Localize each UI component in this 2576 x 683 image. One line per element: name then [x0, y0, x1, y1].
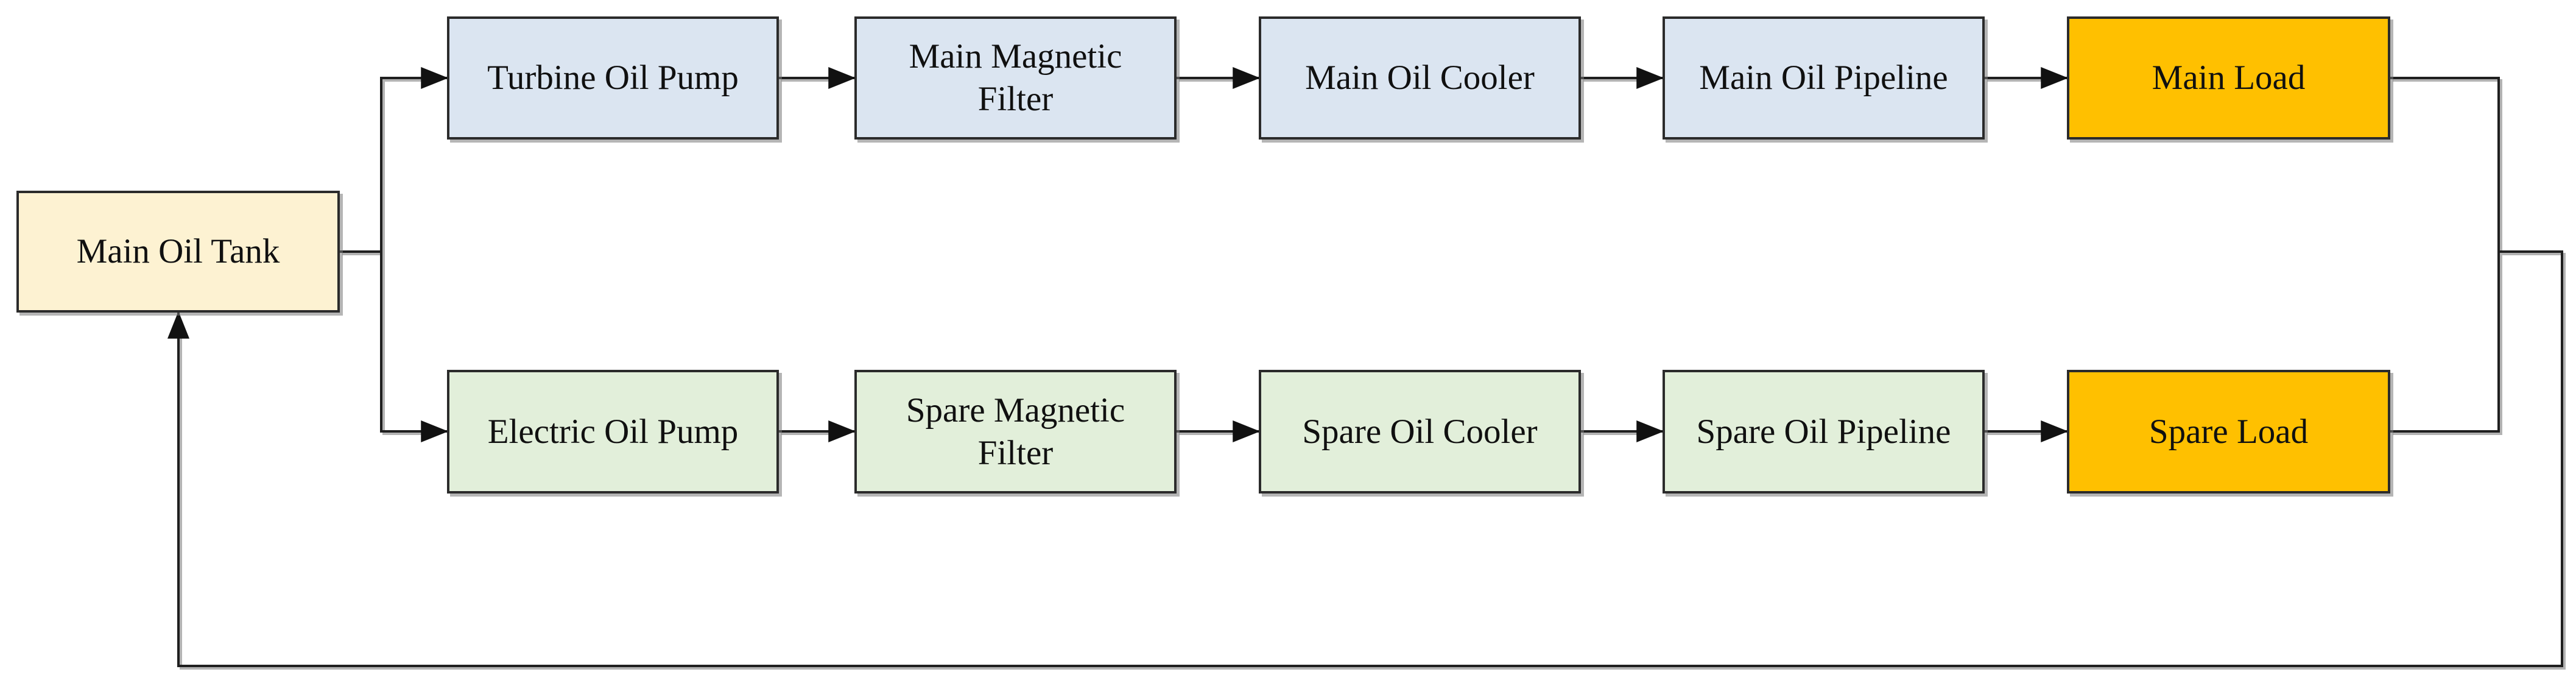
edge-loads-merge — [2390, 77, 2500, 433]
node-main-magnetic-filter: Main Magnetic Filter — [854, 16, 1177, 140]
node-label: Main Magnetic Filter — [909, 37, 1122, 118]
node-spare-magnetic-filter: Spare Magnetic Filter — [854, 370, 1177, 494]
node-label: Spare Oil Pipeline — [1696, 412, 1951, 451]
node-spare-load: Spare Load — [2067, 370, 2390, 494]
edge-branch-to-electric-pump — [380, 252, 449, 442]
node-label: Main Load — [2152, 58, 2306, 97]
node-label: Main Oil Pipeline — [1699, 58, 1948, 97]
node-spare-oil-pipeline: Spare Oil Pipeline — [1663, 370, 1985, 494]
node-turbine-oil-pump: Turbine Oil Pump — [447, 16, 779, 140]
node-label: Main Oil Cooler — [1305, 58, 1535, 97]
node-main-oil-pipeline: Main Oil Pipeline — [1663, 16, 1985, 140]
node-spare-oil-cooler: Spare Oil Cooler — [1259, 370, 1581, 494]
node-label: Spare Magnetic Filter — [906, 391, 1125, 472]
node-main-oil-cooler: Main Oil Cooler — [1259, 16, 1581, 140]
node-main-load: Main Load — [2067, 16, 2390, 140]
node-label: Main Oil Tank — [76, 232, 280, 271]
edge-branch-to-turbine-pump — [380, 67, 449, 252]
node-electric-oil-pump: Electric Oil Pump — [447, 370, 779, 494]
node-main-oil-tank: Main Oil Tank — [16, 191, 340, 313]
node-label: Spare Load — [2148, 412, 2309, 451]
node-label: Spare Oil Cooler — [1302, 412, 1538, 451]
edge-return-to-tank — [167, 250, 2563, 667]
node-label: Electric Oil Pump — [487, 412, 739, 451]
node-label: Turbine Oil Pump — [487, 58, 739, 97]
